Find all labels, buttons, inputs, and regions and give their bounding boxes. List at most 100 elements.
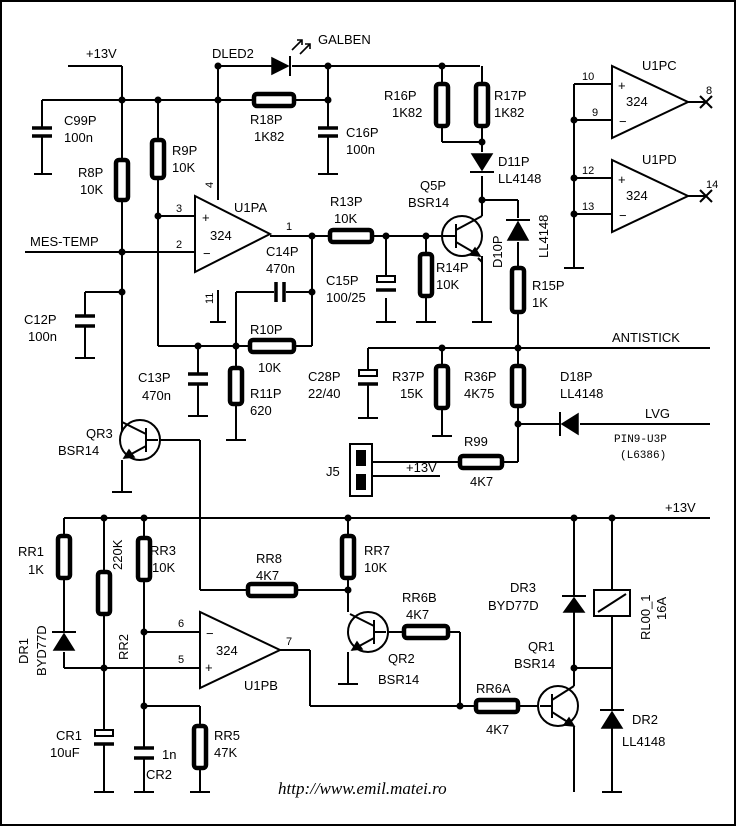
svg-text:RR6A: RR6A bbox=[476, 681, 511, 696]
resistor-r36p bbox=[509, 363, 527, 409]
svg-text:+: + bbox=[618, 172, 626, 187]
led-dled2 bbox=[271, 39, 311, 76]
transistor-q5p bbox=[440, 215, 483, 257]
svg-text:324: 324 bbox=[216, 643, 238, 658]
svg-text:R99: R99 bbox=[464, 434, 488, 449]
transistor-qr3 bbox=[119, 419, 161, 461]
svg-text:4K75: 4K75 bbox=[464, 386, 494, 401]
svg-text:J5: J5 bbox=[326, 464, 340, 479]
svg-text:324: 324 bbox=[626, 94, 648, 109]
svg-text:QR3: QR3 bbox=[86, 426, 113, 441]
svg-text:100n: 100n bbox=[64, 130, 93, 145]
bottom-section-wires bbox=[63, 422, 710, 793]
diodes bbox=[52, 39, 624, 729]
svg-text:47K: 47K bbox=[214, 745, 237, 760]
resistor-r17p bbox=[473, 81, 491, 129]
svg-text:BSR14: BSR14 bbox=[514, 656, 555, 671]
svg-text:1: 1 bbox=[286, 221, 292, 233]
svg-text:10K: 10K bbox=[152, 560, 175, 575]
svg-text:470n: 470n bbox=[142, 388, 171, 403]
svg-text:DLED2: DLED2 bbox=[212, 46, 254, 61]
svg-text:QR2: QR2 bbox=[388, 651, 415, 666]
svg-text:LL4148: LL4148 bbox=[498, 171, 541, 186]
svg-text:7: 7 bbox=[286, 636, 292, 648]
capacitor-c14p bbox=[274, 282, 286, 302]
svg-text:15K: 15K bbox=[400, 386, 423, 401]
svg-text:D10P: D10P bbox=[490, 235, 505, 268]
svg-text:4K7: 4K7 bbox=[256, 568, 279, 583]
diode-dr3 bbox=[562, 595, 586, 613]
resistor-rr5 bbox=[191, 723, 209, 771]
capacitor-c12p bbox=[75, 314, 95, 328]
svg-text:100n: 100n bbox=[28, 329, 57, 344]
svg-text:10uF: 10uF bbox=[50, 745, 80, 760]
signal-pin9: PIN9-U3P bbox=[614, 434, 667, 446]
resistor-rr6a bbox=[473, 697, 521, 715]
svg-text:10K: 10K bbox=[334, 211, 357, 226]
svg-text:C13P: C13P bbox=[138, 370, 171, 385]
svg-text:LL4148: LL4148 bbox=[536, 215, 551, 258]
svg-text:10K: 10K bbox=[172, 160, 195, 175]
labels: +13V +13V +13V MES-TEMP ANTISTICK LVG PI… bbox=[16, 32, 696, 798]
signal-antistick: ANTISTICK bbox=[612, 330, 680, 345]
svg-text:BSR14: BSR14 bbox=[58, 443, 99, 458]
svg-text:DR1: DR1 bbox=[16, 638, 31, 664]
resistor-rr6b bbox=[401, 623, 451, 641]
resistor-rr1 bbox=[55, 533, 73, 581]
svg-text:1K82: 1K82 bbox=[254, 129, 284, 144]
svg-text:1K82: 1K82 bbox=[494, 105, 524, 120]
opamp-u1pd: + − 324 U1PD 12 13 14 bbox=[582, 152, 718, 234]
svg-text:10K: 10K bbox=[436, 277, 459, 292]
transistor-qr1 bbox=[537, 685, 579, 727]
svg-text:CR2: CR2 bbox=[146, 767, 172, 782]
rail-label-j5: +13V bbox=[406, 460, 437, 475]
svg-text:R10P: R10P bbox=[250, 322, 283, 337]
svg-text:10: 10 bbox=[582, 71, 594, 83]
svg-text:9: 9 bbox=[592, 107, 598, 119]
diode-d11p bbox=[470, 153, 494, 173]
svg-text:620: 620 bbox=[250, 403, 272, 418]
svg-text:C99P: C99P bbox=[64, 113, 97, 128]
svg-text:+: + bbox=[618, 78, 626, 93]
capacitor-c99p bbox=[32, 126, 52, 138]
svg-text:100n: 100n bbox=[346, 142, 375, 157]
svg-text:C14P: C14P bbox=[266, 244, 299, 259]
svg-text:1K: 1K bbox=[28, 562, 44, 577]
capacitor-cr1 bbox=[94, 729, 114, 746]
resistor-r13p bbox=[327, 227, 375, 245]
website-url: http://www.emil.matei.ro bbox=[278, 779, 447, 798]
rail-label-bottom: +13V bbox=[665, 500, 696, 515]
svg-text:C15P: C15P bbox=[326, 273, 359, 288]
svg-text:LL4148: LL4148 bbox=[622, 734, 665, 749]
svg-text:U1PD: U1PD bbox=[642, 152, 677, 167]
svg-text:C12P: C12P bbox=[24, 312, 57, 327]
opamp-u1pa: + − 324 U1PA 3 2 1 4 11 bbox=[176, 182, 292, 304]
svg-text:10K: 10K bbox=[364, 560, 387, 575]
u1pc-u1pd-wires bbox=[564, 83, 713, 269]
capacitor-cr2 bbox=[134, 746, 154, 760]
svg-text:D11P: D11P bbox=[498, 154, 530, 169]
transistor-qr2 bbox=[347, 611, 389, 653]
svg-text:5: 5 bbox=[178, 654, 184, 666]
svg-text:RL00_1: RL00_1 bbox=[638, 594, 653, 640]
svg-text:1K82: 1K82 bbox=[392, 105, 422, 120]
svg-text:11: 11 bbox=[204, 293, 216, 304]
resistor-r9p bbox=[149, 137, 167, 181]
resistor-rr7 bbox=[339, 533, 357, 581]
svg-text:R36P: R36P bbox=[464, 369, 497, 384]
resistor-r11p bbox=[227, 365, 245, 407]
resistors bbox=[55, 81, 527, 771]
led-color-label: GALBEN bbox=[318, 32, 371, 47]
svg-text:U1PA: U1PA bbox=[234, 200, 267, 215]
svg-text:12: 12 bbox=[582, 165, 594, 177]
svg-text:C16P: C16P bbox=[346, 125, 379, 140]
capacitor-c16p bbox=[318, 126, 338, 138]
svg-text:R17P: R17P bbox=[494, 88, 527, 103]
svg-text:−: − bbox=[206, 626, 214, 641]
svg-text:RR8: RR8 bbox=[256, 551, 282, 566]
svg-text:R14P: R14P bbox=[436, 260, 469, 275]
svg-text:RR2: RR2 bbox=[116, 634, 131, 660]
opamp-u1pc: + − 324 U1PC 10 9 8 bbox=[582, 58, 712, 140]
svg-text:4K7: 4K7 bbox=[486, 722, 509, 737]
